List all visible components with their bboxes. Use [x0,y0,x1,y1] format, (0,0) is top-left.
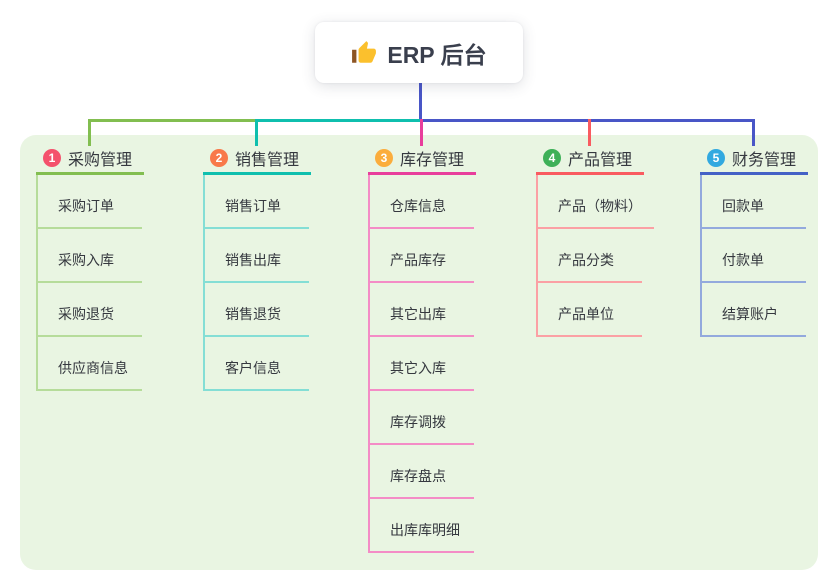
child-node[interactable]: 采购退货 [38,283,142,337]
root-title: ERP 后台 [387,41,487,68]
connector-drop-inventory [420,119,423,146]
child-node[interactable]: 销售订单 [205,175,309,229]
branch-product-children: 产品（物料） 产品分类 产品单位 [536,175,654,337]
child-node[interactable]: 结算账户 [702,283,806,337]
connector-bus-teal [257,119,421,122]
child-node[interactable]: 回款单 [702,175,806,229]
root-node[interactable]: ERP 后台 [315,22,523,83]
child-node[interactable]: 销售退货 [205,283,309,337]
branch-sales: 2 销售管理 销售订单 销售出库 销售退货 客户信息 [203,147,311,391]
branch-label: 库存管理 [400,152,465,169]
branch-finance-header[interactable]: 5 财务管理 [700,147,808,175]
branch-label: 财务管理 [732,152,797,169]
child-node[interactable]: 产品（物料） [538,175,654,229]
branch-number-badge: 4 [543,149,561,167]
child-node[interactable]: 出库库明细 [370,499,474,553]
connector-bus-green [88,119,257,122]
branch-label: 销售管理 [235,152,300,169]
branch-product-header[interactable]: 4 产品管理 [536,147,644,175]
branch-number-badge: 5 [707,149,725,167]
branch-sales-children: 销售订单 销售出库 销售退货 客户信息 [203,175,309,391]
branch-label: 采购管理 [68,152,133,169]
connector-drop-sales [255,119,258,146]
branch-purchase-header[interactable]: 1 采购管理 [36,147,144,175]
child-node[interactable]: 库存调拨 [370,391,474,445]
connector-root-vertical [419,83,422,120]
child-node[interactable]: 产品分类 [538,229,642,283]
child-node[interactable]: 采购入库 [38,229,142,283]
branch-number-badge: 3 [375,149,393,167]
branch-number-badge: 2 [210,149,228,167]
child-node[interactable]: 库存盘点 [370,445,474,499]
child-node[interactable]: 付款单 [702,229,806,283]
branch-inventory: 3 库存管理 仓库信息 产品库存 其它出库 其它入库 库存调拨 库存盘点 出库库… [368,147,476,553]
child-node[interactable]: 其它出库 [370,283,474,337]
connector-drop-purchase [88,119,91,146]
child-node[interactable]: 产品库存 [370,229,474,283]
child-node[interactable]: 仓库信息 [370,175,474,229]
branch-inventory-children: 仓库信息 产品库存 其它出库 其它入库 库存调拨 库存盘点 出库库明细 [368,175,474,553]
child-node[interactable]: 采购订单 [38,175,142,229]
branch-finance-children: 回款单 付款单 结算账户 [700,175,806,337]
branch-finance: 5 财务管理 回款单 付款单 结算账户 [700,147,808,337]
child-node[interactable]: 产品单位 [538,283,642,337]
branch-purchase: 1 采购管理 采购订单 采购入库 采购退货 供应商信息 [36,147,144,391]
branch-inventory-header[interactable]: 3 库存管理 [368,147,476,175]
connector-drop-finance [752,119,755,146]
child-node[interactable]: 供应商信息 [38,337,142,391]
thumbs-up-icon [351,40,377,66]
branch-product: 4 产品管理 产品（物料） 产品分类 产品单位 [536,147,654,337]
branch-label: 产品管理 [568,152,633,169]
child-node[interactable]: 客户信息 [205,337,309,391]
child-node[interactable]: 其它入库 [370,337,474,391]
branch-purchase-children: 采购订单 采购入库 采购退货 供应商信息 [36,175,142,391]
connector-drop-product [588,119,591,146]
child-node[interactable]: 销售出库 [205,229,309,283]
branch-number-badge: 1 [43,149,61,167]
branch-sales-header[interactable]: 2 销售管理 [203,147,311,175]
